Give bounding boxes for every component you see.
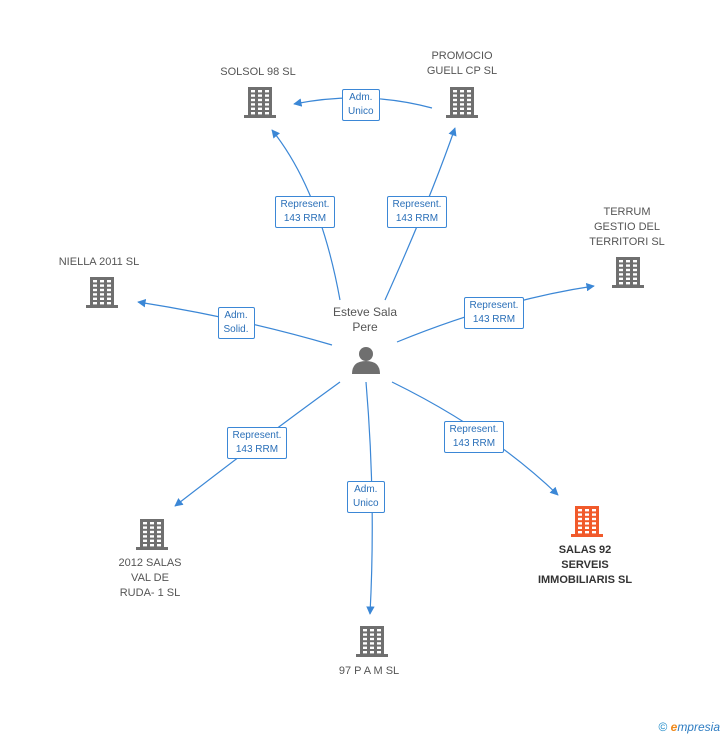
- building-icon-solsol[interactable]: [244, 87, 276, 118]
- company-label-pam[interactable]: 97 P A M SL: [338, 664, 400, 677]
- building-icon-pam[interactable]: [356, 626, 388, 657]
- center-person-name[interactable]: Esteve Sala Pere: [332, 305, 398, 334]
- edge-label-center-to-pam[interactable]: Adm. Unico: [347, 481, 385, 513]
- building-icon-niella[interactable]: [86, 277, 118, 308]
- company-label-terrum[interactable]: TERRUM GESTIO DEL TERRITORI SL: [589, 205, 665, 248]
- building-icon-terrum[interactable]: [612, 257, 644, 288]
- company-label-promocio[interactable]: PROMOCIO GUELL CP SL: [426, 50, 498, 77]
- person-icon[interactable]: [352, 347, 380, 374]
- copyright-icon: ©: [658, 720, 668, 734]
- brand-logo-text: mpresia: [677, 720, 720, 734]
- edge-label-center-to-promocio[interactable]: Represent. 143 RRM: [386, 196, 448, 228]
- edge-label-center-to-salasval[interactable]: Represent. 143 RRM: [226, 427, 288, 459]
- building-icon-salas92[interactable]: [571, 506, 603, 537]
- company-label-niella[interactable]: NIELLA 2011 SL: [58, 255, 140, 268]
- edge-label-promocio-to-solsol[interactable]: Adm. Unico: [342, 89, 380, 121]
- company-label-salasval[interactable]: 2012 SALAS VAL DE RUDA- 1 SL: [118, 556, 182, 599]
- building-icon-promocio[interactable]: [446, 87, 478, 118]
- brand-logo-initial: e: [670, 720, 678, 734]
- company-label-salas92[interactable]: SALAS 92 SERVEIS IMMOBILIARIS SL: [537, 543, 633, 586]
- edge-label-center-to-terrum[interactable]: Represent. 143 RRM: [463, 297, 525, 329]
- edge-label-center-to-niella[interactable]: Adm. Solid.: [217, 307, 255, 339]
- edge-label-center-to-solsol[interactable]: Represent. 143 RRM: [274, 196, 336, 228]
- edge-label-center-to-salas92[interactable]: Represent. 143 RRM: [443, 421, 505, 453]
- brand-footer: © empresia: [658, 720, 720, 734]
- building-icon-salasval[interactable]: [136, 519, 168, 550]
- company-label-solsol[interactable]: SOLSOL 98 SL: [220, 65, 296, 78]
